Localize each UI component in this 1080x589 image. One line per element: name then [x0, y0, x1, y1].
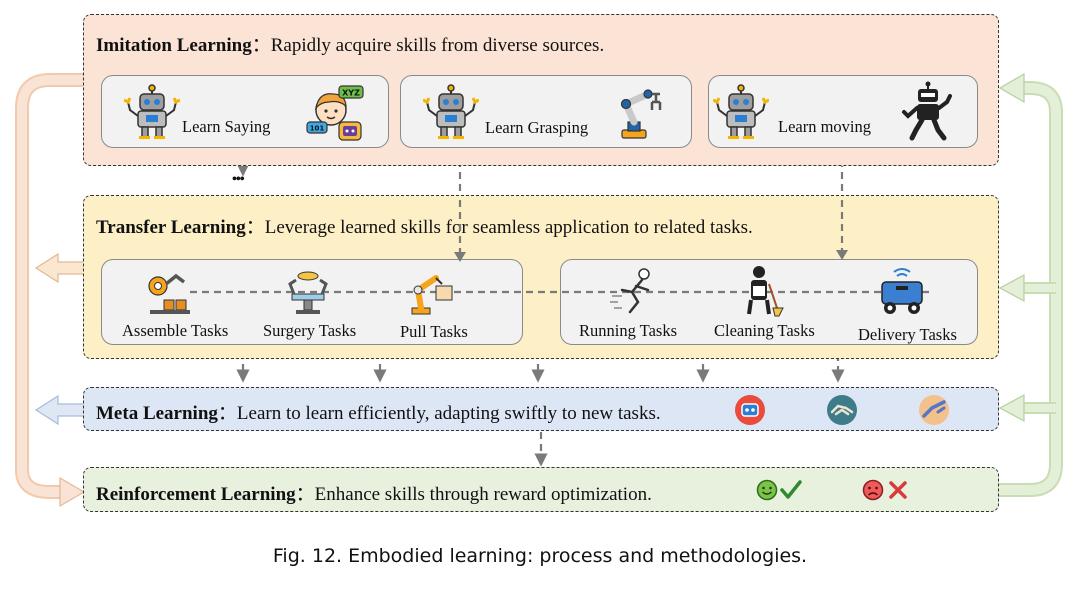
robot-icon — [713, 84, 769, 139]
meta-heading: Meta Learning：Learn to learn efficiently… — [96, 403, 661, 424]
check-icon — [780, 480, 802, 499]
task-label-assemble: Assemble Tasks — [122, 321, 229, 340]
assembly-icon — [148, 273, 190, 314]
learn-grasping-label: Learn Grasping — [485, 118, 589, 137]
learn-moving-label: Learn moving — [778, 117, 872, 136]
transfer-out-arrow — [34, 252, 85, 284]
meta-title: Meta Learning — [96, 403, 218, 424]
handshake-icon — [827, 395, 857, 425]
right-loop-arrow — [998, 72, 1063, 497]
learn-saying-label: Learn Saying — [182, 117, 271, 136]
cleaning-icon — [747, 266, 784, 317]
task-label-pull: Pull Tasks — [400, 322, 468, 341]
meta-out-arrow — [34, 394, 85, 426]
cross-icon — [889, 481, 907, 499]
meta-robot-icon — [735, 395, 765, 425]
transfer-desc: Leverage learned skills for seamless app… — [264, 217, 753, 238]
task-label-cleaning: Cleaning Tasks — [714, 321, 815, 340]
reinforcement-title: Reinforcement Learning — [96, 484, 296, 505]
delivery-robot-icon — [881, 268, 923, 314]
walking-robot-icon — [902, 81, 952, 141]
surgery-robot-icon — [288, 271, 328, 314]
robot-icon — [124, 84, 180, 139]
reinforcement-heading: Reinforcement Learning：Enhance skills th… — [96, 484, 652, 505]
running-icon — [610, 268, 650, 314]
reinforcement-panel — [83, 467, 999, 512]
left-loop-arrow — [15, 73, 86, 508]
smile-icon — [756, 479, 778, 501]
svg-text:XYZ: XYZ — [342, 89, 360, 98]
child-speech-icon: XYZ 101 — [306, 85, 364, 141]
task-label-delivery: Delivery Tasks — [858, 325, 957, 344]
imitation-title: Imitation Learning — [96, 35, 252, 56]
task-label-running: Running Tasks — [579, 321, 678, 340]
transfer-title: Transfer Learning — [96, 217, 246, 238]
transfer-heading: Transfer Learning：Leverage learned skill… — [96, 217, 753, 238]
imitation-desc: Rapidly acquire skills from diverse sour… — [270, 35, 605, 56]
meta-desc: Learn to learn efficiently, adapting swi… — [236, 403, 661, 424]
reinforcement-desc: Enhance skills through reward optimizati… — [314, 484, 652, 505]
imitation-heading: Imitation Learning：Rapidly acquire skill… — [96, 35, 605, 56]
pull-arm-icon — [411, 275, 453, 315]
ellipsis: ••• — [232, 172, 245, 187]
robot-hand-icon — [919, 395, 949, 425]
frown-icon — [862, 479, 884, 501]
robot-icon — [423, 84, 479, 139]
task-label-surgery: Surgery Tasks — [263, 321, 357, 340]
svg-text:101: 101 — [310, 125, 325, 133]
robot-arm-icon — [620, 89, 662, 139]
figure-caption: Fig. 12. Embodied learning: process and … — [272, 545, 808, 567]
